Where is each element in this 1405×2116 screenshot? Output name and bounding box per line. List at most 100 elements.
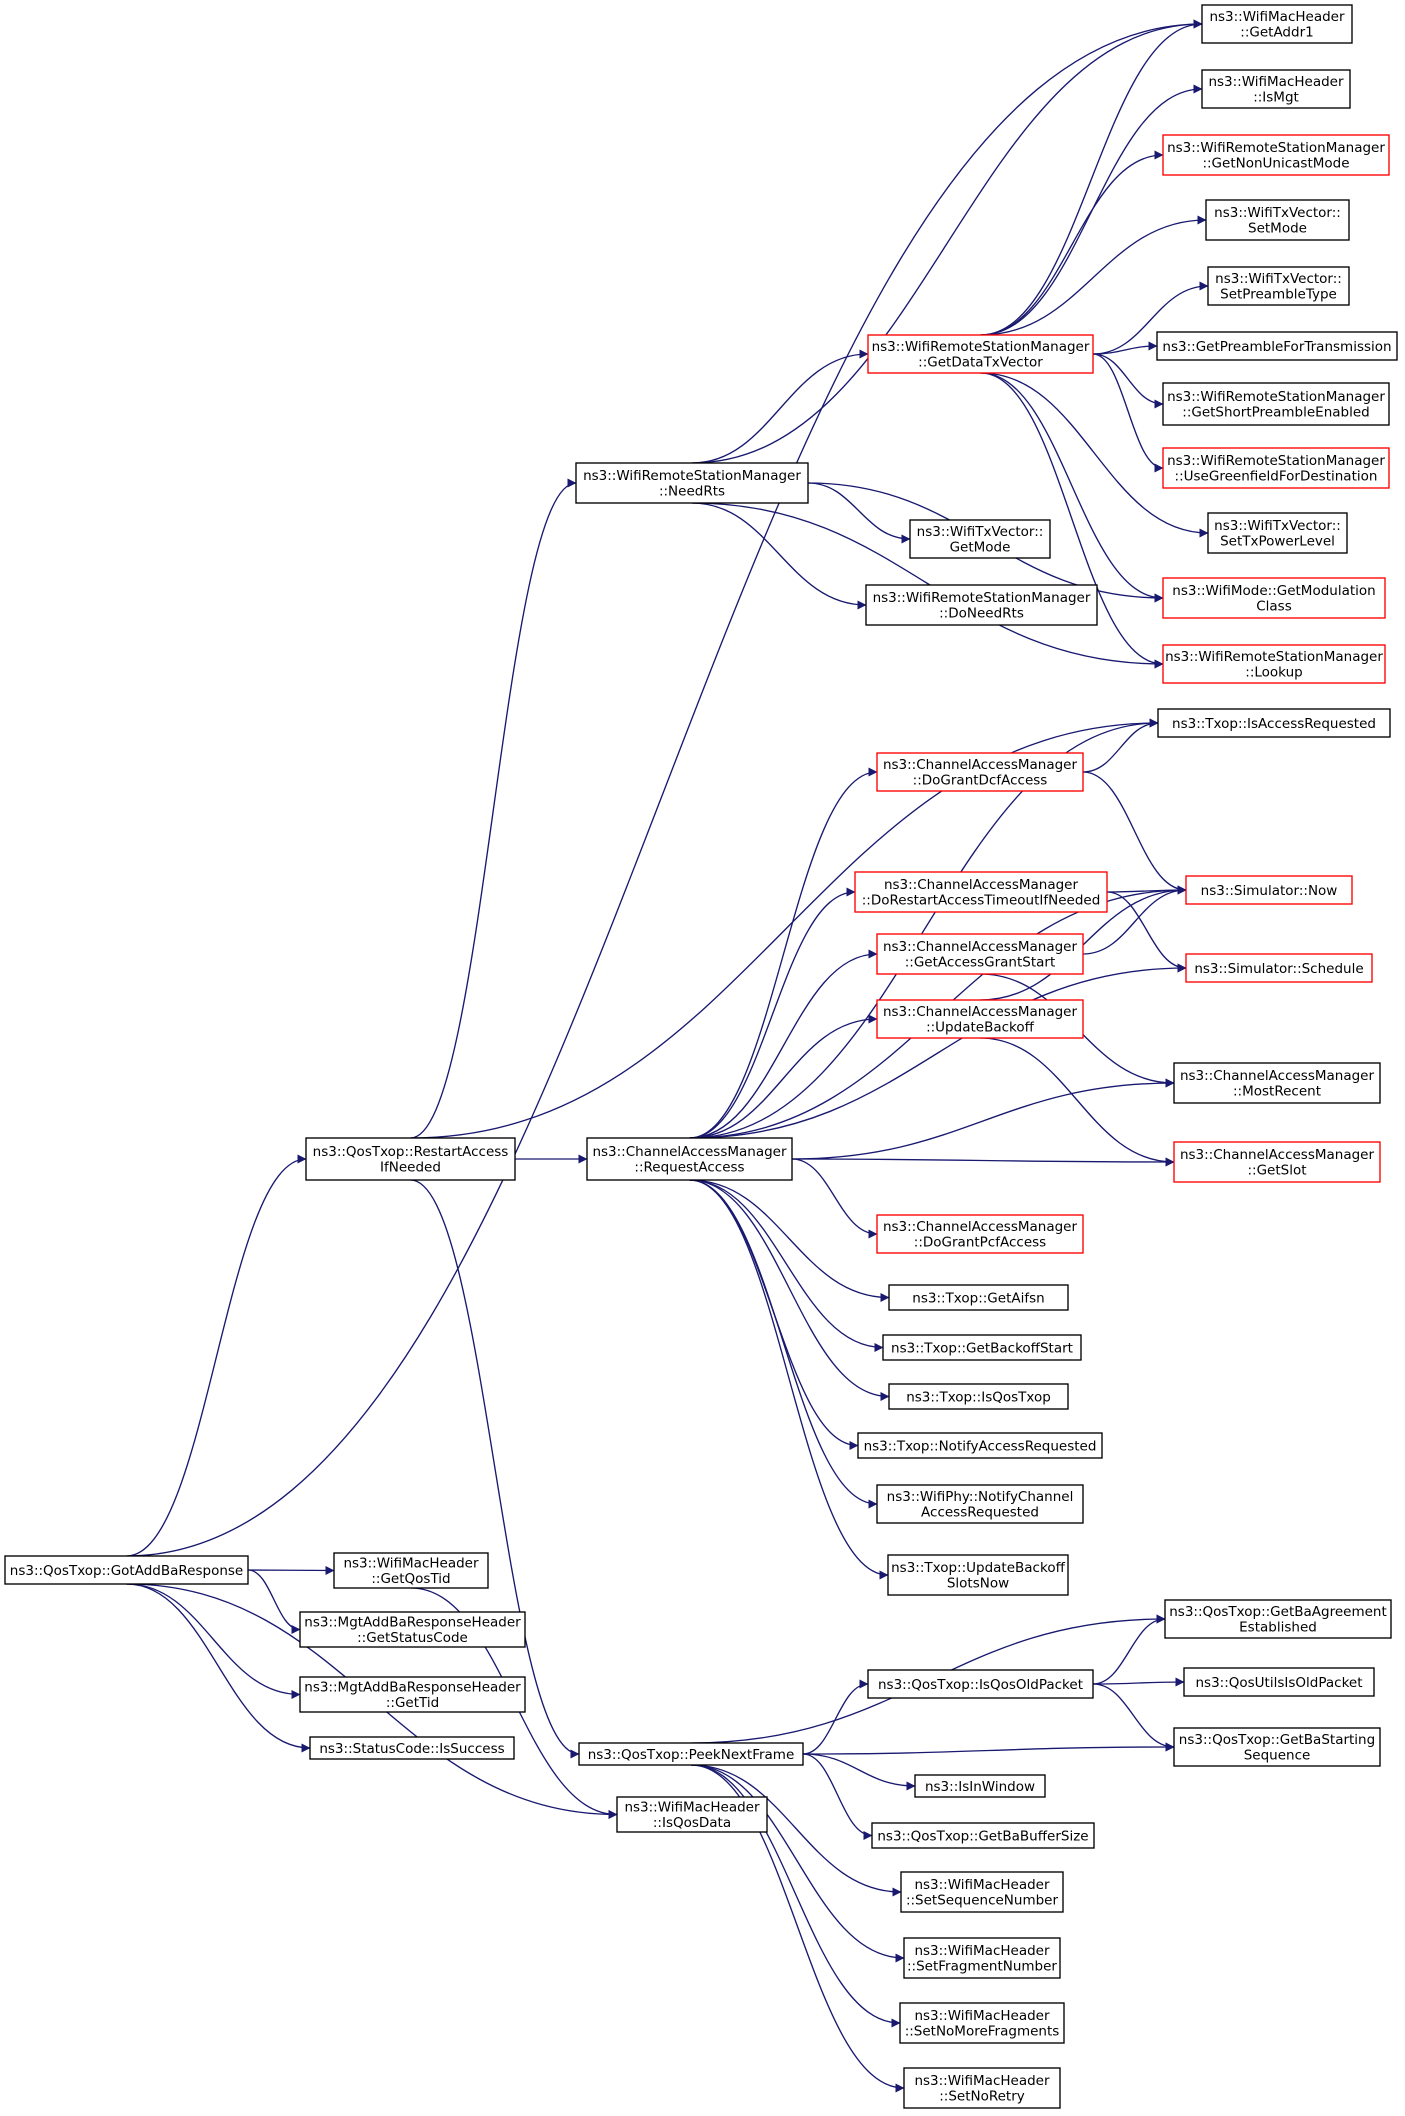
edge-peek-next-frame-to-set-fragment-number [690, 1764, 905, 1963]
node-label: Class [1256, 599, 1292, 615]
node-notify-channel[interactable]: ns3::WifiPhy::NotifyChannelAccessRequest… [876, 1484, 1084, 1524]
node-get-aifsn[interactable]: ns3::Txop::GetAifsn [888, 1284, 1069, 1311]
edge-request-access-to-do-restart-timeout [689, 887, 856, 1139]
node-label: ns3::WifiMacHeader [343, 1556, 479, 1572]
node-sim-schedule[interactable]: ns3::Simulator::Schedule [1185, 953, 1373, 983]
node-box [1207, 512, 1348, 554]
node-root: ns3::QosTxop::GotAddBaResponse [4, 1555, 249, 1585]
edge-request-access-to-get-backoff-start [689, 1179, 884, 1352]
edge-peek-next-frame-to-set-no-retry [690, 1764, 905, 2093]
node-box [865, 584, 1098, 626]
node-label: Established [1239, 1620, 1317, 1636]
node-request-access[interactable]: ns3::ChannelAccessManager::RequestAccess [586, 1137, 793, 1181]
node-label: ns3::IsInWindow [925, 1779, 1035, 1795]
node-do-restart-timeout[interactable]: ns3::ChannelAccessManager::DoRestartAcce… [854, 871, 1108, 913]
node-label: ns3::ChannelAccessManager [883, 757, 1078, 773]
edge-get-data-tx-vector-to-get-short-preamble-enabled [1092, 353, 1164, 409]
node-box [309, 1736, 515, 1760]
node-get-access-grant-start[interactable]: ns3::ChannelAccessManager::GetAccessGran… [876, 933, 1084, 975]
node-most-recent[interactable]: ns3::ChannelAccessManager::MostRecent [1173, 1062, 1381, 1104]
node-get-addr1[interactable]: ns3::WifiMacHeader::GetAddr1 [1201, 4, 1353, 44]
node-label: GetMode [950, 540, 1011, 556]
node-set-preamble-type[interactable]: ns3::WifiTxVector::SetPreambleType [1207, 266, 1350, 306]
node-set-mode[interactable]: ns3::WifiTxVector::SetMode [1205, 199, 1350, 241]
node-need-rts[interactable]: ns3::WifiRemoteStationManager::NeedRts [575, 462, 809, 504]
node-qos-utils-is-old[interactable]: ns3::QosUtilsIsOldPacket [1183, 1667, 1375, 1697]
node-label: ns3::QosUtilsIsOldPacket [1195, 1675, 1362, 1691]
node-get-ba-buffer-size[interactable]: ns3::QosTxop::GetBaBufferSize [871, 1822, 1095, 1849]
node-label: ::GetDataTxVector [918, 355, 1043, 371]
node-label: ns3::QosTxop::PeekNextFrame [588, 1747, 795, 1763]
node-do-grant-pcf[interactable]: ns3::ChannelAccessManager::DoGrantPcfAcc… [876, 1214, 1084, 1254]
node-box [586, 1137, 793, 1181]
node-use-greenfield[interactable]: ns3::WifiRemoteStationManager::UseGreenf… [1162, 447, 1390, 489]
edge-get-data-tx-vector-to-set-preamble-type [1092, 281, 1209, 355]
node-is-success[interactable]: ns3::StatusCode::IsSuccess [309, 1736, 515, 1760]
node-box [1173, 1062, 1381, 1104]
node-label: ::SetSequenceNumber [906, 1893, 1059, 1909]
node-box [876, 1484, 1084, 1524]
node-get-short-preamble-enabled[interactable]: ns3::WifiRemoteStationManager::GetShortP… [1162, 382, 1390, 426]
node-label: Sequence [1244, 1748, 1311, 1764]
node-do-grant-dcf[interactable]: ns3::ChannelAccessManager::DoGrantDcfAcc… [876, 752, 1084, 792]
node-get-slot[interactable]: ns3::ChannelAccessManager::GetSlot [1173, 1141, 1381, 1183]
node-label: ns3::WifiTxVector:: [1215, 271, 1342, 287]
node-is-qos-old-packet[interactable]: ns3::QosTxop::IsQosOldPacket [867, 1669, 1094, 1699]
node-get-tid-aba[interactable]: ns3::MgtAddBaResponseHeader::GetTid [299, 1676, 526, 1713]
node-get-status-code[interactable]: ns3::MgtAddBaResponseHeader::GetStatusCo… [299, 1611, 526, 1648]
edge-peek-next-frame-to-set-no-more-fragments [690, 1764, 901, 2028]
node-get-non-unicast-mode[interactable]: ns3::WifiRemoteStationManager::GetNonUni… [1162, 134, 1390, 176]
node-is-access-requested[interactable]: ns3::Txop::IsAccessRequested [1157, 708, 1391, 738]
node-label: SetPreambleType [1220, 287, 1337, 303]
node-set-no-more-fragments[interactable]: ns3::WifiMacHeader::SetNoMoreFragments [899, 2002, 1065, 2044]
node-do-need-rts[interactable]: ns3::WifiRemoteStationManager::DoNeedRts [865, 584, 1098, 626]
node-label: ns3::GetPreambleForTransmission [1162, 339, 1391, 355]
node-box [1185, 953, 1373, 983]
node-box [876, 933, 1084, 975]
node-label: ::UseGreenfieldForDestination [1175, 469, 1378, 485]
edge-get-data-tx-vector-to-get-preamble-for-tx [1092, 341, 1158, 355]
edge-request-access-to-is-access-requested [689, 718, 1159, 1139]
node-set-fragment-number[interactable]: ns3::WifiMacHeader::SetFragmentNumber [903, 1937, 1061, 1979]
node-sim-now[interactable]: ns3::Simulator::Now [1185, 875, 1353, 905]
node-set-tx-power-level[interactable]: ns3::WifiTxVector::SetTxPowerLevel [1207, 512, 1348, 554]
edge-is-qos-old-packet-to-qos-utils-is-old [1092, 1677, 1185, 1687]
node-box [1173, 1727, 1381, 1767]
node-set-no-retry[interactable]: ns3::WifiMacHeader::SetNoRetry [903, 2067, 1061, 2109]
node-set-sequence-number[interactable]: ns3::WifiMacHeader::SetSequenceNumber [900, 1871, 1064, 1913]
node-box [1164, 1599, 1392, 1639]
node-label: ns3::WifiRemoteStationManager [1167, 453, 1385, 469]
edge-request-access-to-notify-channel [689, 1179, 878, 1509]
edge-request-access-to-update-backoff [689, 1014, 878, 1139]
node-get-backoff-start[interactable]: ns3::Txop::GetBackoffStart [882, 1334, 1082, 1361]
edge-root-to-is-success [126, 1583, 311, 1753]
node-label: ns3::MgtAddBaResponseHeader [304, 1680, 521, 1696]
node-is-qos-data[interactable]: ns3::WifiMacHeader::IsQosData [616, 1796, 768, 1833]
node-label: ns3::WifiTxVector:: [917, 524, 1044, 540]
node-label: ::GetSlot [1247, 1163, 1306, 1179]
node-label: ::DoGrantPcfAccess [914, 1235, 1046, 1251]
node-label: ns3::WifiTxVector:: [1214, 518, 1341, 534]
node-notify-access-requested[interactable]: ns3::Txop::NotifyAccessRequested [857, 1432, 1103, 1459]
node-get-qos-tid[interactable]: ns3::WifiMacHeader::GetQosTid [333, 1552, 489, 1589]
edge-need-rts-to-get-mode-tx [807, 482, 911, 544]
node-get-preamble-for-tx[interactable]: ns3::GetPreambleForTransmission [1156, 331, 1398, 361]
node-is-mgt[interactable]: ns3::WifiMacHeader::IsMgt [1201, 69, 1351, 109]
node-is-in-window[interactable]: ns3::IsInWindow [914, 1774, 1046, 1798]
node-update-backoff[interactable]: ns3::ChannelAccessManager::UpdateBackoff [876, 999, 1084, 1039]
node-label: ns3::MgtAddBaResponseHeader [304, 1615, 521, 1631]
node-layer: ns3::QosTxop::GotAddBaResponsens3::QosTx… [4, 4, 1398, 2109]
edge-request-access-to-get-aifsn [689, 1179, 890, 1302]
node-lookup[interactable]: ns3::WifiRemoteStationManager::Lookup [1162, 644, 1386, 684]
node-peek-next-frame[interactable]: ns3::QosTxop::PeekNextFrame [578, 1742, 804, 1766]
node-is-qos-txop[interactable]: ns3::Txop::IsQosTxop [888, 1383, 1069, 1410]
node-label: ns3::ChannelAccessManager [883, 1219, 1078, 1235]
node-get-data-tx-vector[interactable]: ns3::WifiRemoteStationManager::GetDataTx… [867, 334, 1094, 374]
node-label: ::NeedRts [659, 484, 725, 500]
node-get-mode-tx[interactable]: ns3::WifiTxVector::GetMode [909, 519, 1051, 559]
